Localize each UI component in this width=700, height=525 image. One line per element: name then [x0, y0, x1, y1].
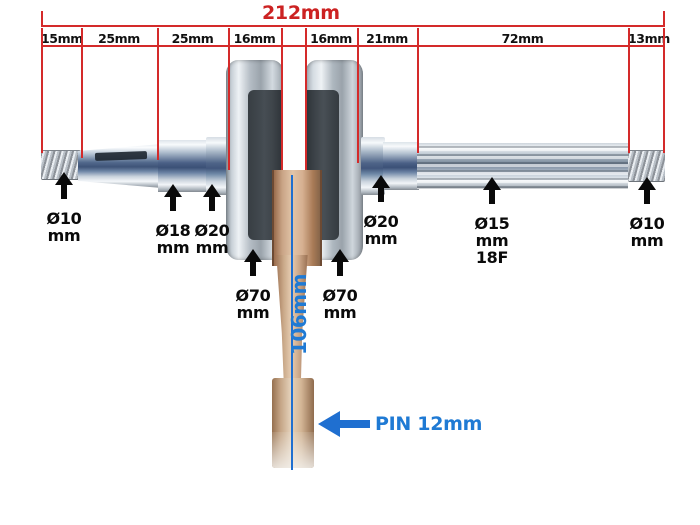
callout-arrow-icon — [331, 249, 349, 262]
pin-arrow-icon — [318, 411, 370, 437]
journal-left-diameter-label: Ø20 mm — [194, 221, 230, 257]
callout-arrow-stem — [644, 190, 650, 204]
overall-dimension-line — [41, 25, 665, 27]
callout-arrow-icon — [483, 177, 501, 190]
segment-label: 16mm — [310, 31, 352, 46]
segment-tick — [81, 28, 83, 158]
gap-tick — [281, 28, 283, 170]
counterweight-right-diameter-label: Ø70 mm — [322, 286, 358, 322]
callout-arrow-stem — [170, 197, 176, 211]
segment-label: 16mm — [233, 31, 276, 46]
stroke-dimension-label: 106mm — [287, 274, 311, 355]
crank-pin-big-end — [272, 170, 322, 266]
overall-dimension-label: 212mm — [262, 2, 340, 24]
callout-arrow-icon — [638, 177, 656, 190]
stroke-dimension-line — [291, 175, 293, 470]
segment-tick — [41, 28, 43, 153]
spline-diameter-label: Ø15 mm 18F — [474, 214, 510, 267]
segment-tick — [157, 28, 159, 160]
segment-tick — [417, 28, 419, 153]
counterweight-left-diameter-label: Ø70 mm — [235, 286, 271, 322]
callout-arrow-stem — [250, 262, 256, 276]
segment-tick — [628, 28, 630, 153]
segment-label: 15mm — [41, 31, 83, 46]
pin-label: PIN 12mm — [375, 413, 483, 435]
segment-label: 13mm — [628, 31, 670, 46]
taper-diameter-label: Ø18 mm — [155, 221, 191, 257]
callout-arrow-icon — [244, 249, 262, 262]
segment-tick — [228, 28, 230, 170]
splined-shaft — [417, 143, 628, 189]
right-threaded-end — [628, 150, 665, 182]
right-thread-diameter-label: Ø10 mm — [629, 214, 665, 250]
segment-label: 72mm — [501, 31, 544, 46]
segment-label: 21mm — [366, 31, 408, 46]
segment-label: 25mm — [98, 31, 140, 46]
callout-arrow-stem — [337, 262, 343, 276]
callout-arrow-stem — [378, 188, 384, 202]
segment-dimension-baseline — [41, 45, 665, 47]
callout-arrow-stem — [209, 197, 215, 211]
left-taper-shaft — [78, 144, 162, 188]
callout-arrow-icon — [372, 175, 390, 188]
counterweight-gap-mask — [283, 55, 304, 170]
overall-dimension-tick-left — [41, 11, 43, 27]
callout-arrow-icon — [164, 184, 182, 197]
callout-arrow-icon — [55, 172, 73, 185]
segment-tick — [357, 28, 359, 163]
overall-dimension-tick-right — [663, 11, 665, 27]
callout-arrow-stem — [489, 190, 495, 204]
callout-arrow-stem — [61, 185, 67, 199]
journal-right-diameter-label: Ø20 mm — [363, 212, 399, 248]
segment-tick-end — [663, 28, 665, 153]
left-thread-diameter-label: Ø10 mm — [46, 209, 82, 245]
segment-label: 25mm — [171, 31, 214, 46]
small-end-lower-wear — [272, 432, 314, 468]
segment-tick — [305, 28, 307, 170]
callout-arrow-icon — [203, 184, 221, 197]
